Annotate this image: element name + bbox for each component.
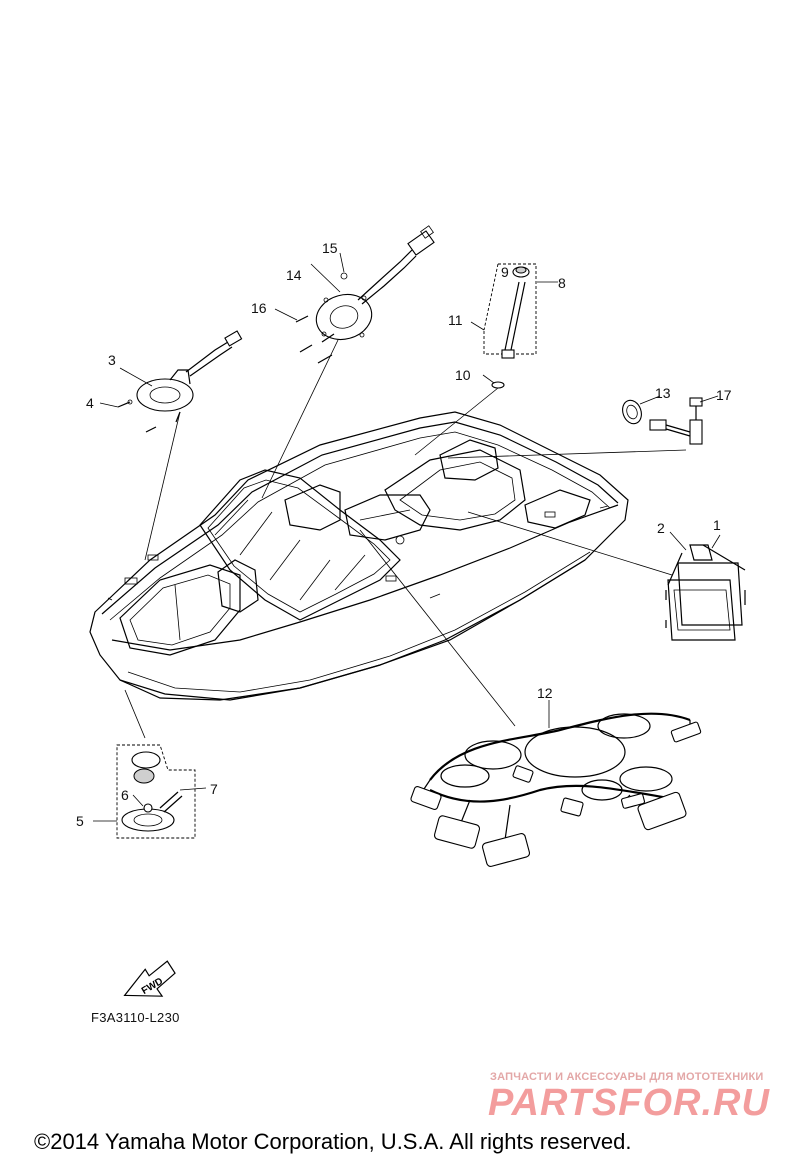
diagram-part-number: F3A3110-L230: [91, 1010, 180, 1025]
callout-16: 16: [251, 300, 267, 316]
callout-3: 3: [108, 352, 116, 368]
callout-numbers: 1 2 3 4 5 6 7 8 9 10 11 12 13 14 15 16 1…: [76, 240, 732, 829]
callout-11: 11: [448, 312, 463, 328]
part-3-plate: [117, 330, 243, 433]
part-17-sensor: [622, 397, 703, 445]
watermark-logo: PARTSFOR.RU: [488, 1082, 770, 1124]
part-12-harness: [410, 712, 702, 867]
callout-7: 7: [210, 781, 218, 797]
leader-lines: [93, 252, 721, 822]
callout-13: 13: [655, 385, 671, 401]
watermark-tagline: ЗАПЧАСТИ И АКСЕССУАРЫ ДЛЯ МОТОТЕХНИКИ: [490, 1071, 764, 1083]
callout-6: 6: [121, 787, 129, 803]
fwd-label: FWD: [140, 976, 165, 997]
callout-17: 17: [716, 387, 732, 403]
fwd-arrow: FWD: [123, 960, 176, 997]
callout-8: 8: [558, 275, 566, 291]
part-5-plug-detail: [116, 744, 196, 839]
callout-14: 14: [286, 267, 302, 283]
callout-12: 12: [537, 685, 553, 701]
boat-hull: [89, 411, 629, 701]
callout-15: 15: [322, 240, 338, 256]
callout-1: 1: [713, 517, 721, 533]
callout-10: 10: [455, 367, 471, 383]
callout-2: 2: [657, 520, 665, 536]
part-14-flange: [295, 225, 435, 364]
part-8-drain: [483, 263, 537, 389]
callout-5: 5: [76, 813, 84, 829]
callout-9: 9: [501, 264, 509, 280]
part-1-battery-box: [665, 544, 746, 641]
copyright-notice: ©2014 Yamaha Motor Corporation, U.S.A. A…: [34, 1129, 632, 1154]
callout-4: 4: [86, 395, 94, 411]
